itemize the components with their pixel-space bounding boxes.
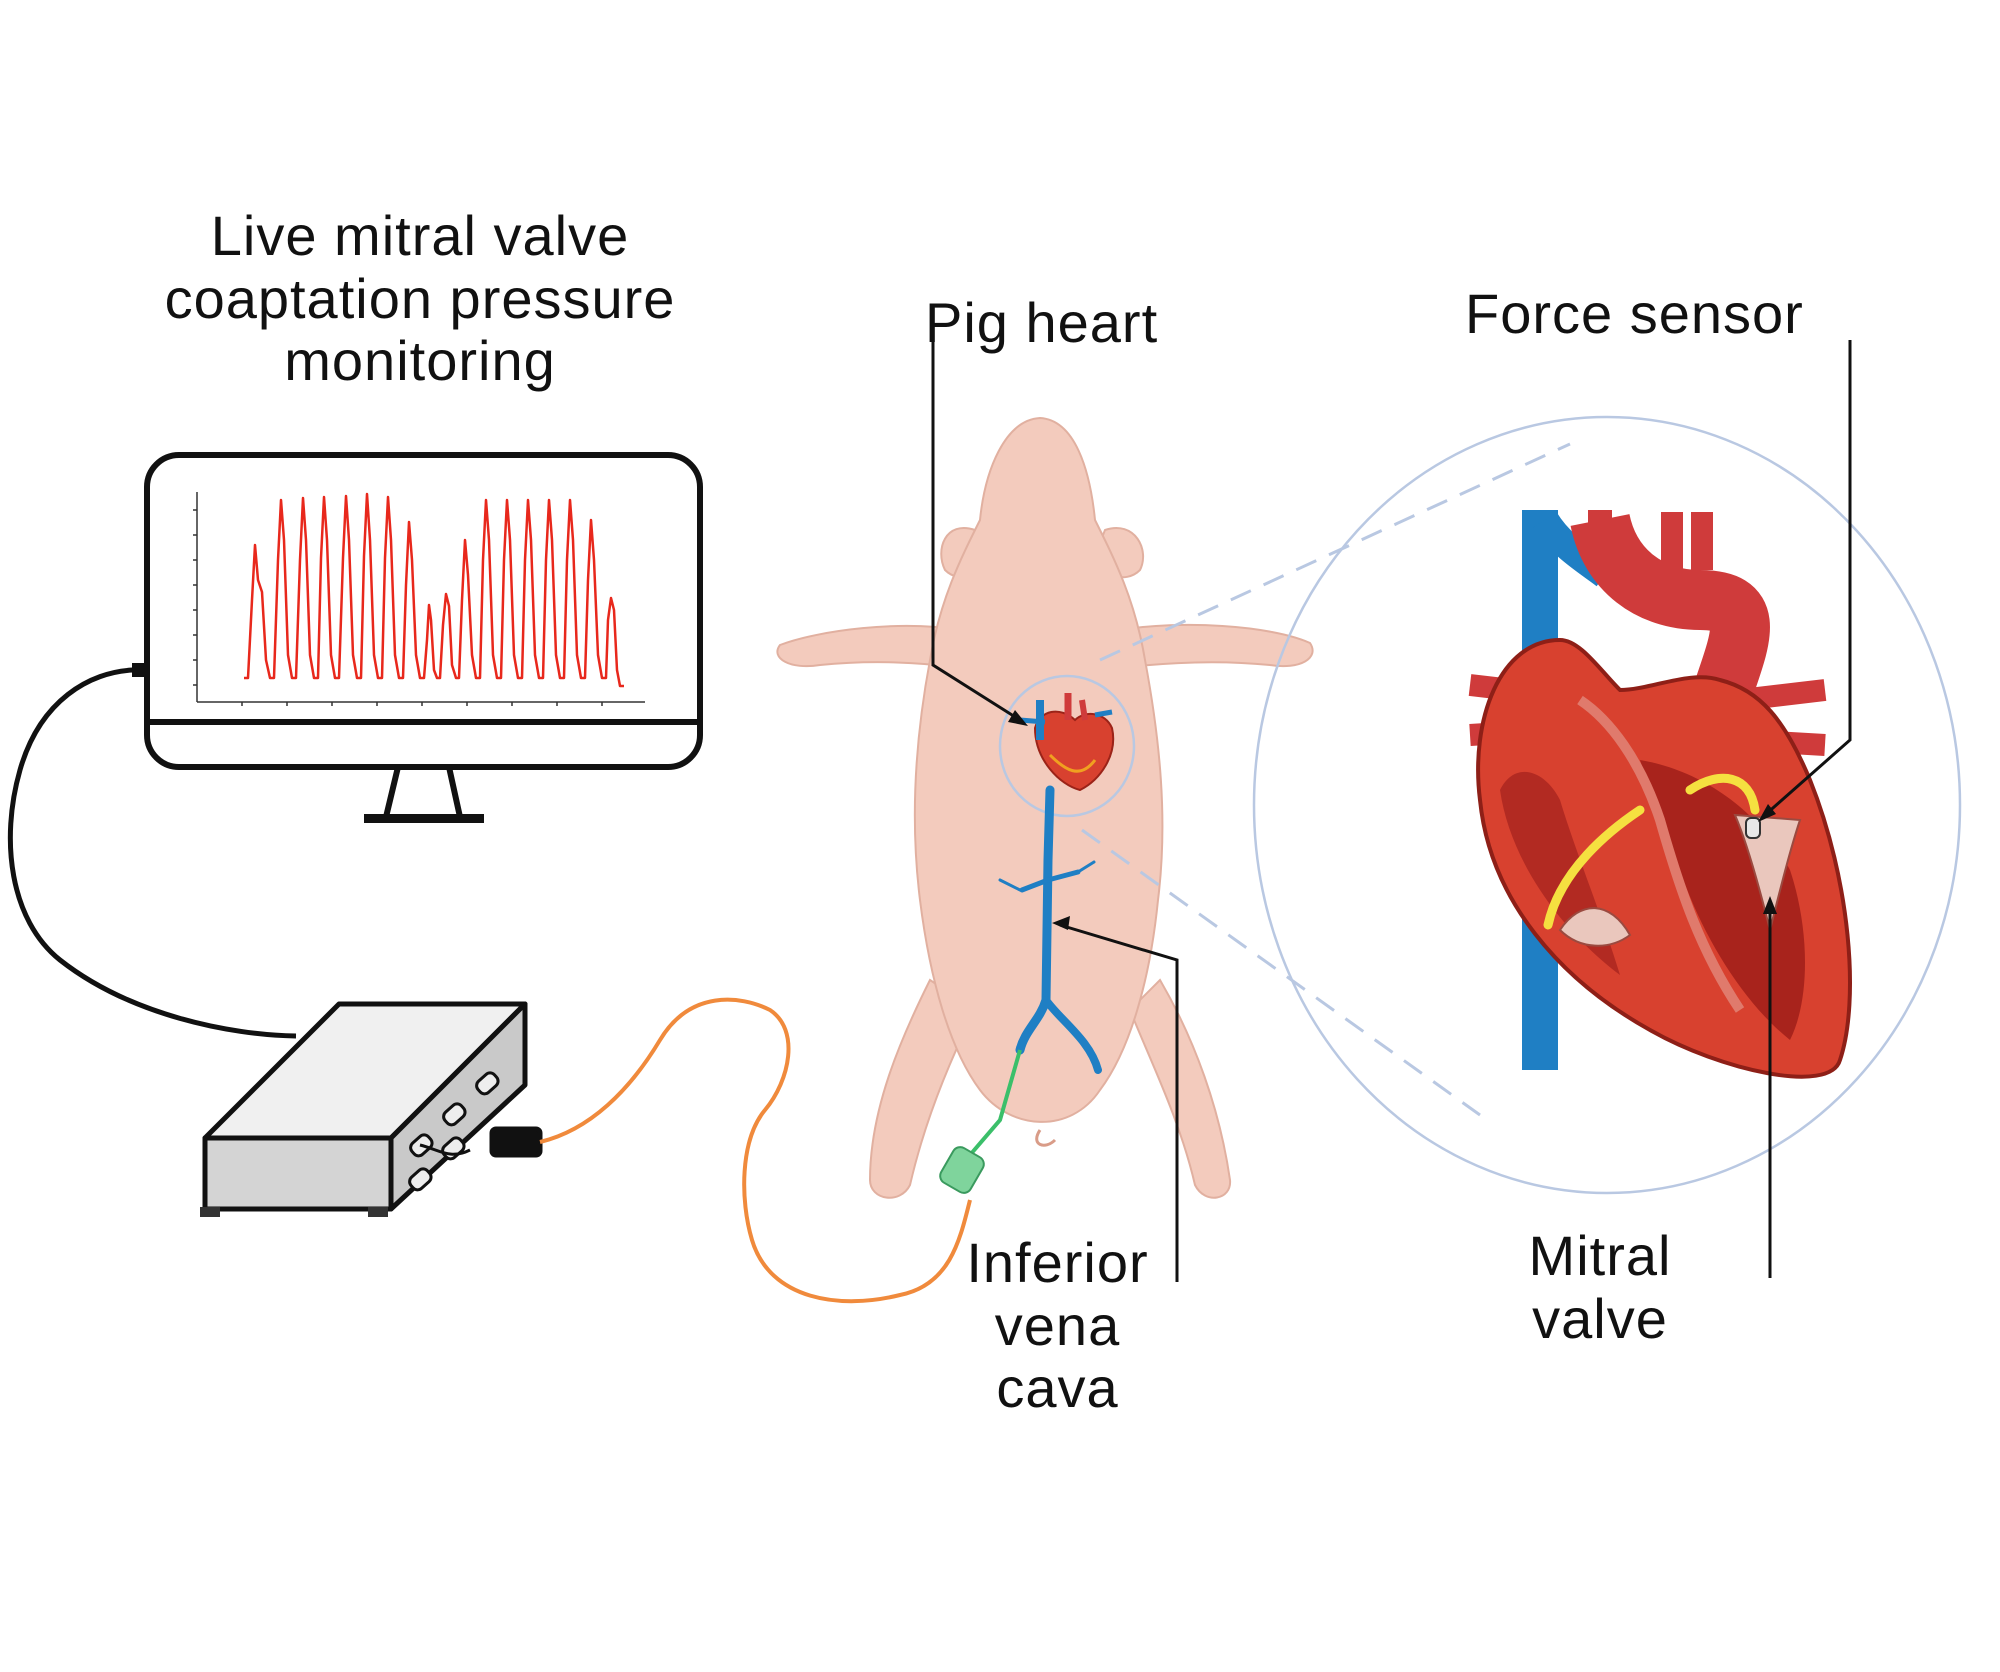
leader-lines	[931, 320, 1852, 1282]
sensor-cable	[539, 997, 972, 1304]
catheter	[968, 1049, 1022, 1157]
sensor-wire	[1543, 773, 1760, 930]
mitral-valve-label: Mitral valve	[1470, 1224, 1730, 1350]
monitor-caption-line-2: coaptation pressure	[164, 266, 676, 330]
monitor-icon	[144, 452, 703, 823]
signal-chart-axes	[193, 492, 645, 706]
mitral-valve-line-1: Mitral	[1528, 1224, 1672, 1287]
force-sensor-label: Force sensor	[1465, 282, 1804, 345]
ivc-line-2: vena	[994, 1293, 1121, 1357]
pig-heart-label: Pig heart	[925, 291, 1159, 354]
ivc-line-1: Inferior	[966, 1231, 1149, 1294]
monitor-caption-line-1: Live mitral valve	[210, 204, 630, 267]
data-cable	[7, 663, 297, 1039]
pressure-signal-trace	[244, 492, 624, 688]
vena-cava-vessels	[998, 785, 1102, 1074]
force-sensor-tip-icon	[1745, 817, 1761, 839]
catheter-hub-icon	[939, 1146, 985, 1194]
pig-icon	[776, 416, 1314, 1199]
enlarged-heart-ring	[1252, 415, 1962, 1195]
monitor-caption-line-3: monitoring	[284, 329, 556, 393]
data-acquisition-box-icon	[200, 1001, 543, 1217]
zoom-guide-lines	[1081, 442, 1571, 1117]
ivc-line-3: cava	[996, 1356, 1119, 1420]
heart-icon	[1019, 693, 1115, 792]
mitral-valve-line-2: valve	[1532, 1286, 1668, 1350]
monitor-caption: Live mitral valve coaptation pressure mo…	[120, 204, 720, 393]
heart-cross-section-icon	[1468, 510, 1852, 1079]
inferior-vena-cava-label: Inferior vena cava	[915, 1231, 1200, 1420]
heart-zoom-ring	[998, 674, 1136, 818]
